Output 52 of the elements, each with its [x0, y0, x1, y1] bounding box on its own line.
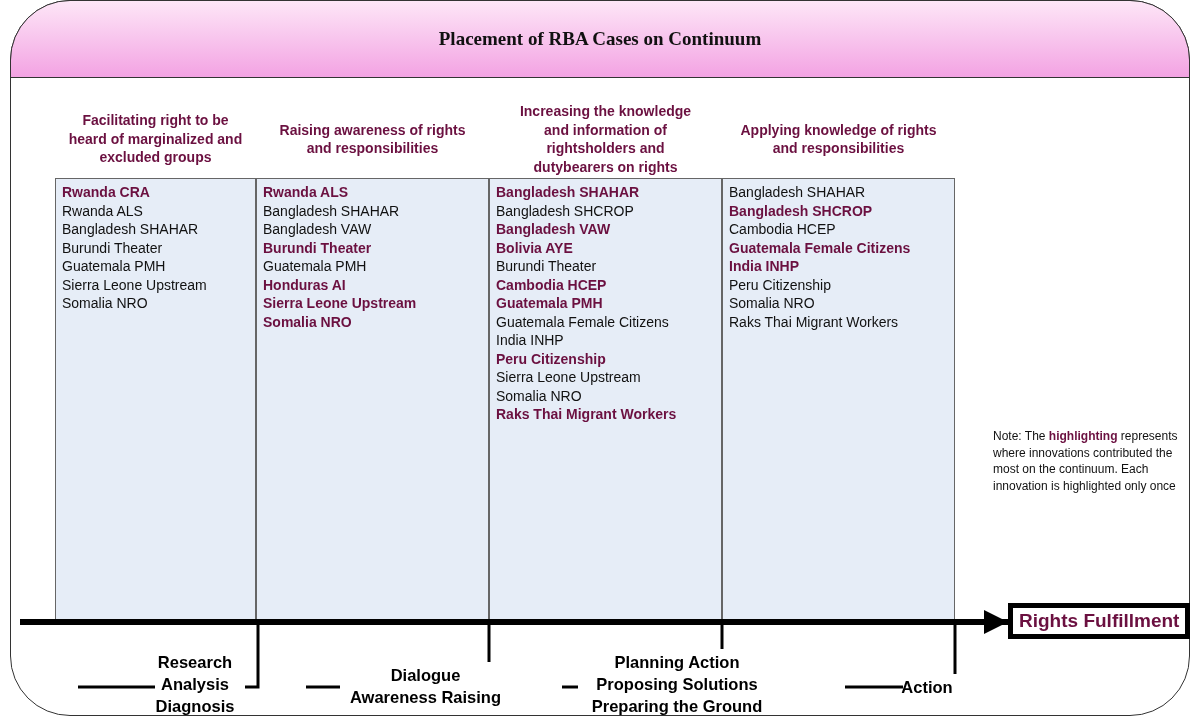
case-name: Bangladesh SHAHAR — [62, 220, 199, 239]
case-name: Bangladesh SHAHAR — [263, 201, 400, 220]
goal-box: Rights Fulfillment — [1008, 603, 1191, 639]
case-name: India INHP — [729, 257, 799, 276]
case-name: Bangladesh VAW — [496, 220, 611, 239]
case-name: Sierra Leone Upstream — [496, 368, 641, 387]
case-name: Burundi Theater — [496, 257, 597, 276]
case-name: Bolivia AYE — [496, 238, 573, 257]
case-name: Somalia NRO — [496, 386, 582, 405]
continuum-arrow — [20, 610, 1008, 634]
case-name: Peru Citizenship — [729, 275, 831, 294]
case-name: Somalia NRO — [729, 294, 815, 313]
case-name: Guatemala PMH — [263, 257, 367, 276]
column-heading: Increasing the knowledge and information of rightsholders and dutybearers on rights — [518, 102, 693, 177]
case-name: Cambodia HCEP — [496, 275, 607, 294]
case-name: Honduras AI — [263, 275, 346, 294]
phase-label: Action — [900, 676, 954, 698]
leader-line — [487, 622, 491, 662]
phase-label: Research Analysis Diagnosis — [145, 651, 245, 717]
note-text: Note: The highlighting represents where innovations contributed the most on the continuum. Each innovation is highlighted only once — [993, 428, 1179, 494]
case-name: Guatemala PMH — [496, 294, 603, 313]
case-name: Burundi Theater — [62, 238, 163, 257]
case-name: Guatemala Female Citizens — [496, 312, 669, 331]
case-name: Bangladesh SHCROP — [729, 201, 873, 220]
case-name: India INHP — [496, 331, 564, 350]
case-name: Bangladesh VAW — [263, 220, 372, 239]
case-name: Somalia NRO — [62, 294, 148, 313]
case-name: Guatemala Female Citizens — [729, 238, 911, 257]
column-heading: Applying knowledge of rights and responsibilities — [739, 120, 938, 158]
case-name: Rwanda CRA — [62, 183, 150, 202]
case-name: Raks Thai Migrant Workers — [496, 405, 677, 424]
leader-line — [953, 622, 957, 674]
column-heading: Raising awareness of rights and responsibilities — [278, 120, 467, 158]
case-name: Cambodia HCEP — [729, 220, 836, 239]
leader-line — [245, 622, 260, 689]
phase-label: Planning Action Proposing Solutions Preparing the Ground — [572, 651, 782, 717]
leader-line — [720, 622, 724, 649]
case-name: Rwanda ALS — [263, 183, 349, 202]
case-name: Raks Thai Migrant Workers — [729, 312, 899, 331]
case-name: Rwanda ALS — [62, 201, 143, 220]
title: Placement of RBA Cases on Continuum — [438, 28, 762, 50]
column-heading: Facilitating right to be heard of marginalized and excluded groups — [68, 111, 243, 168]
phase-label: Dialogue Awareness Raising — [348, 664, 503, 708]
case-name: Somalia NRO — [263, 312, 352, 331]
case-name: Guatemala PMH — [62, 257, 166, 276]
case-name: Sierra Leone Upstream — [263, 294, 417, 313]
case-name: Bangladesh SHCROP — [496, 201, 634, 220]
case-name: Burundi Theater — [263, 238, 372, 257]
case-name: Bangladesh SHAHAR — [729, 183, 866, 202]
case-name: Bangladesh SHAHAR — [496, 183, 640, 202]
case-name: Sierra Leone Upstream — [62, 275, 207, 294]
case-name: Peru Citizenship — [496, 349, 606, 368]
